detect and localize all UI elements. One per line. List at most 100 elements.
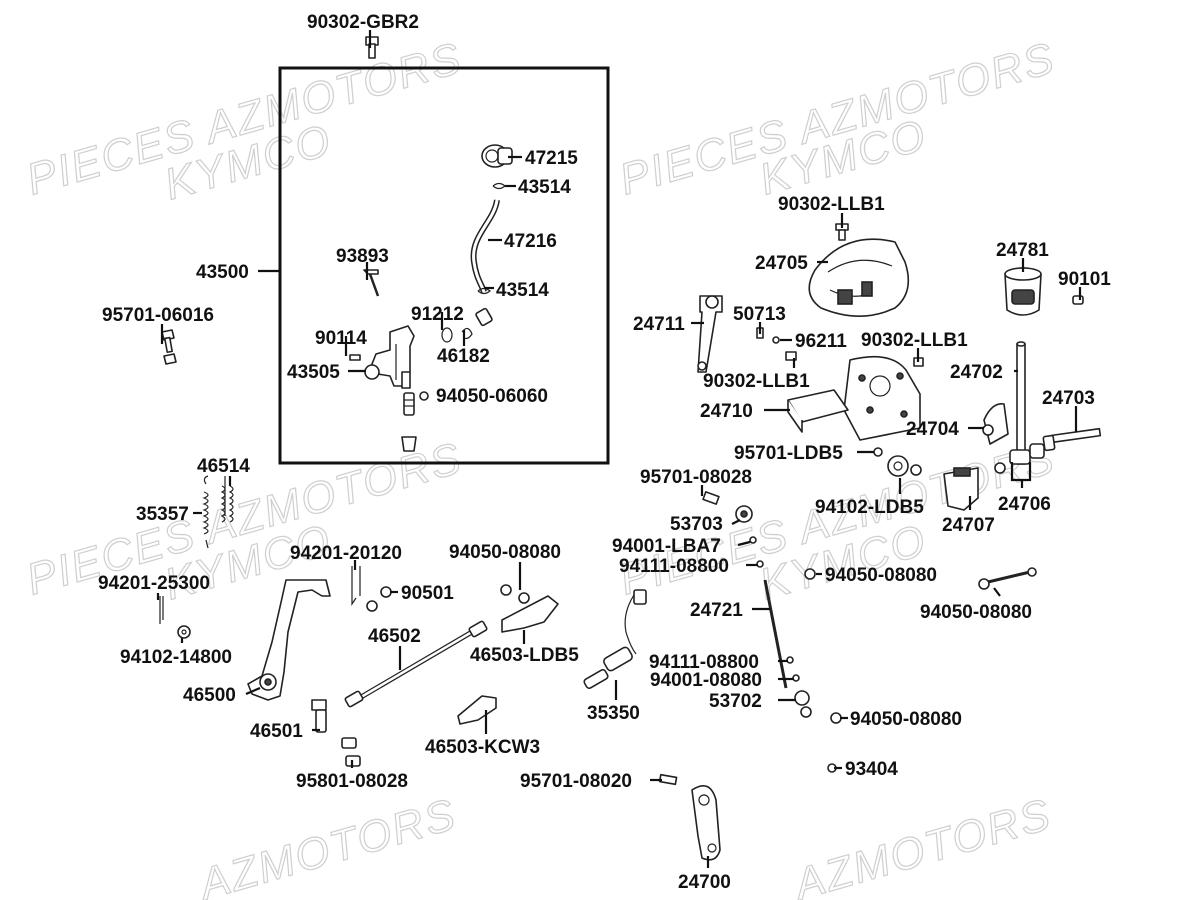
part-label: 43514: [518, 177, 571, 198]
pushrod-icon: [401, 392, 417, 452]
ball-joint-icon: [735, 505, 753, 523]
part-labels: 90302-GBR2 43500 47215 43514 47216 93893…: [98, 12, 1111, 893]
master-cylinder-icon: [364, 325, 415, 389]
nut-icon: [749, 536, 757, 544]
part-label: 95701-LDB5: [734, 443, 843, 464]
part-label: 94001-08080: [650, 670, 762, 691]
nut-icon: [804, 568, 816, 580]
bracket-icon: [501, 595, 559, 633]
part-label: 95701-08028: [640, 467, 752, 488]
gear-cover-icon: [808, 238, 910, 317]
part-label: 43500: [196, 262, 249, 283]
part-label: 94111-08800: [619, 556, 729, 577]
shift-arm-icon: [691, 784, 721, 861]
part-label: 24703: [1042, 388, 1095, 409]
fitting-icon: [475, 307, 493, 327]
part-label: 94050-08080: [850, 709, 962, 730]
bolt-icon: [702, 491, 720, 505]
part-label: 94050-08080: [920, 602, 1032, 623]
cap-icon: [481, 144, 513, 168]
bolt-icon: [658, 773, 678, 786]
brake-cable-icon: [344, 620, 488, 708]
cotter-pin-icon: [351, 566, 361, 606]
part-label: 53703: [670, 514, 723, 535]
watermark-text: AZMOTORS: [191, 790, 462, 900]
part-label: 53702: [709, 691, 762, 712]
part-label: 50713: [733, 304, 786, 325]
part-label: 94001-LBA7: [612, 536, 721, 557]
part-label: 47216: [504, 231, 557, 252]
part-label: 46182: [437, 346, 490, 367]
subassembly-frame: [278, 66, 610, 465]
part-label: 94201-20120: [290, 543, 402, 564]
part-label: 24704: [906, 419, 959, 440]
washer-icon: [177, 625, 191, 639]
bolt-icon: [341, 737, 361, 767]
bracket-icon: [457, 695, 497, 725]
part-label: 35350: [587, 703, 640, 724]
part-label: 46502: [368, 626, 421, 647]
part-label: 24711: [633, 314, 685, 335]
part-label: 91212: [411, 304, 464, 325]
part-label: 94050-08080: [825, 565, 937, 586]
clamp-icon: [492, 182, 506, 190]
part-label: 90302-LLB1: [778, 194, 885, 215]
part-label: 24781: [996, 240, 1049, 261]
washer-icon: [887, 455, 909, 477]
brake-switch-icon: [583, 589, 647, 690]
part-label: 35357: [136, 504, 189, 525]
part-label: 90302-GBR2: [307, 12, 419, 33]
watermark-text: AZMOTORS: [786, 790, 1057, 900]
bolt-icon: [978, 567, 1037, 590]
bolt-icon: [365, 36, 379, 59]
part-label: 90101: [1058, 269, 1111, 290]
bolt-icon: [873, 447, 883, 457]
part-label: 43514: [496, 280, 549, 301]
clip-icon: [461, 327, 473, 340]
part-label: 43505: [287, 362, 340, 383]
part-label: 90501: [401, 583, 454, 604]
part-label: 46503-KCW3: [425, 737, 540, 758]
leader-lines: [156, 30, 1082, 868]
hose-icon: [472, 199, 499, 293]
washer-icon: [366, 600, 378, 612]
clamp-icon: [477, 287, 491, 295]
screw-icon: [1072, 295, 1084, 305]
part-label: 46500: [183, 685, 236, 706]
shift-rod-icon: [763, 579, 788, 689]
spring-icon: [220, 476, 234, 523]
part-label: 46501: [250, 721, 303, 742]
part-label: 93893: [336, 246, 389, 267]
spring-icon: [202, 475, 209, 549]
bracket-plate-icon: [787, 355, 921, 441]
washer-icon: [772, 336, 780, 344]
sleeve-icon: [994, 443, 1045, 474]
part-label: 94102-LDB5: [815, 497, 924, 518]
part-label: 24706: [998, 494, 1051, 515]
nut-icon: [500, 584, 530, 604]
part-label: 46514: [197, 456, 250, 477]
part-label: 24707: [942, 515, 995, 536]
washer-icon: [910, 464, 922, 476]
bolt-icon: [785, 351, 797, 361]
shift-knob-icon: [1004, 267, 1042, 316]
bolt-icon: [349, 354, 361, 361]
washer-icon: [380, 586, 392, 598]
pivot-icon: [311, 699, 327, 733]
brake-pedal-icon: [247, 579, 331, 701]
part-label: 94102-14800: [120, 647, 232, 668]
shift-arm-icon: [697, 295, 723, 373]
part-label: 46503-LDB5: [470, 645, 579, 666]
part-label: 90114: [315, 328, 367, 349]
gear-segment-icon: [982, 403, 1009, 445]
ball-joint-icon: [794, 690, 812, 718]
nut-icon: [419, 391, 429, 401]
part-label: 94050-08080: [449, 542, 561, 563]
o-ring-icon: [441, 327, 453, 343]
part-label: 94050-06060: [436, 386, 548, 407]
spindle-icon: [1042, 427, 1102, 452]
part-label: 93404: [845, 759, 898, 780]
part-drawings: [159, 36, 1102, 861]
part-label: 95701-08020: [520, 771, 632, 792]
